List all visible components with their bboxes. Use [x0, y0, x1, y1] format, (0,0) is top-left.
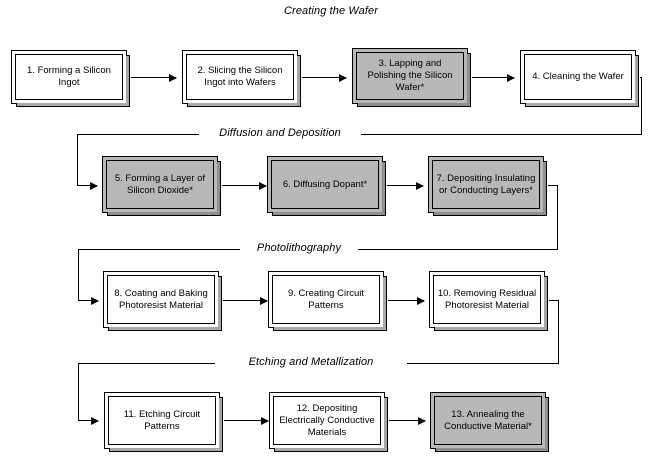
step-box-3[interactable]: 3. Lapping and Polishing the Silicon Waf… [352, 48, 471, 107]
rail-diffusion-right [345, 134, 642, 135]
arrow-into-5 [77, 182, 98, 190]
step-box-4[interactable]: 4. Cleaning the Wafer [520, 50, 639, 107]
arrow-9-to-10 [388, 297, 425, 305]
step-box-8[interactable]: 8. Coating and Baking Photoresist Materi… [103, 271, 222, 331]
rail-photo-right [343, 249, 558, 250]
section-title-photolithography: Photolithography [240, 242, 358, 255]
diagram-title: Creating the Wafer [255, 5, 407, 18]
step-box-9[interactable]: 9. Creating Circuit Patterns [268, 271, 387, 331]
step-box-12[interactable]: 12. Depositing Electrically Conductive M… [269, 392, 388, 452]
arrow-6-to-7 [387, 182, 424, 190]
step-box-10[interactable]: 10. Removing Residual Photoresist Materi… [429, 271, 548, 331]
arrow-1-to-2 [131, 74, 177, 82]
step-box-2-label: 2. Slicing the Silicon Ingot into Wafers [186, 54, 294, 100]
step-box-9-label: 9. Creating Circuit Patterns [272, 275, 380, 324]
step-box-1-label: 1. Forming a Silicon Ingot [15, 54, 123, 100]
connector-7-to-photo-v [557, 185, 558, 249]
step-box-5[interactable]: 5. Forming a Layer of Silicon Dioxide* [102, 156, 221, 216]
connector-photo-down-v [78, 249, 79, 301]
step-box-4-label: 4. Cleaning the Wafer [524, 54, 632, 100]
connector-4-to-diffusion-v [641, 77, 642, 135]
step-box-2[interactable]: 2. Slicing the Silicon Ingot into Wafers [182, 50, 301, 107]
section-title-diffusion: Diffusion and Deposition [199, 127, 361, 140]
step-box-5-label: 5. Forming a Layer of Silicon Dioxide* [106, 160, 214, 209]
step-box-8-label: 8. Coating and Baking Photoresist Materi… [107, 275, 215, 324]
arrow-3-to-4 [472, 74, 515, 82]
step-box-6-label: 6. Diffusing Dopant* [271, 160, 379, 209]
rail-photo-left [78, 249, 243, 250]
connector-diffusion-down-v [77, 134, 78, 186]
arrow-into-11 [78, 417, 99, 425]
arrow-into-8 [78, 297, 99, 305]
step-box-11[interactable]: 11. Etching Circuit Patterns [104, 392, 223, 452]
connector-7-out-h [548, 185, 558, 186]
step-box-7-label: 7. Depositing Insulating or Conducting L… [432, 160, 540, 209]
step-box-10-label: 10. Removing Residual Photoresist Materi… [433, 275, 541, 324]
step-box-3-label: 3. Lapping and Polishing the Silicon Waf… [356, 52, 464, 100]
rail-etching-left [78, 363, 218, 364]
step-box-6[interactable]: 6. Diffusing Dopant* [267, 156, 386, 216]
arrow-5-to-6 [222, 182, 267, 190]
arrow-2-to-3 [302, 74, 347, 82]
rail-etching-right [390, 363, 559, 364]
arrow-12-to-13 [389, 417, 426, 425]
arrow-8-to-9 [223, 297, 268, 305]
arrow-11-to-12 [224, 417, 269, 425]
rail-diffusion-left [77, 134, 202, 135]
step-box-13[interactable]: 13. Annealing the Conductive Material* [430, 392, 549, 452]
step-box-1[interactable]: 1. Forming a Silicon Ingot [11, 50, 130, 107]
connector-etching-down-v [78, 363, 79, 421]
section-title-etching: Etching and Metallization [215, 356, 407, 369]
step-box-13-label: 13. Annealing the Conductive Material* [434, 396, 542, 445]
step-box-7[interactable]: 7. Depositing Insulating or Conducting L… [428, 156, 547, 216]
step-box-12-label: 12. Depositing Electrically Conductive M… [273, 396, 381, 445]
connector-10-out-h [549, 300, 559, 301]
connector-10-to-etching-v [558, 300, 559, 363]
step-box-11-label: 11. Etching Circuit Patterns [108, 396, 216, 445]
